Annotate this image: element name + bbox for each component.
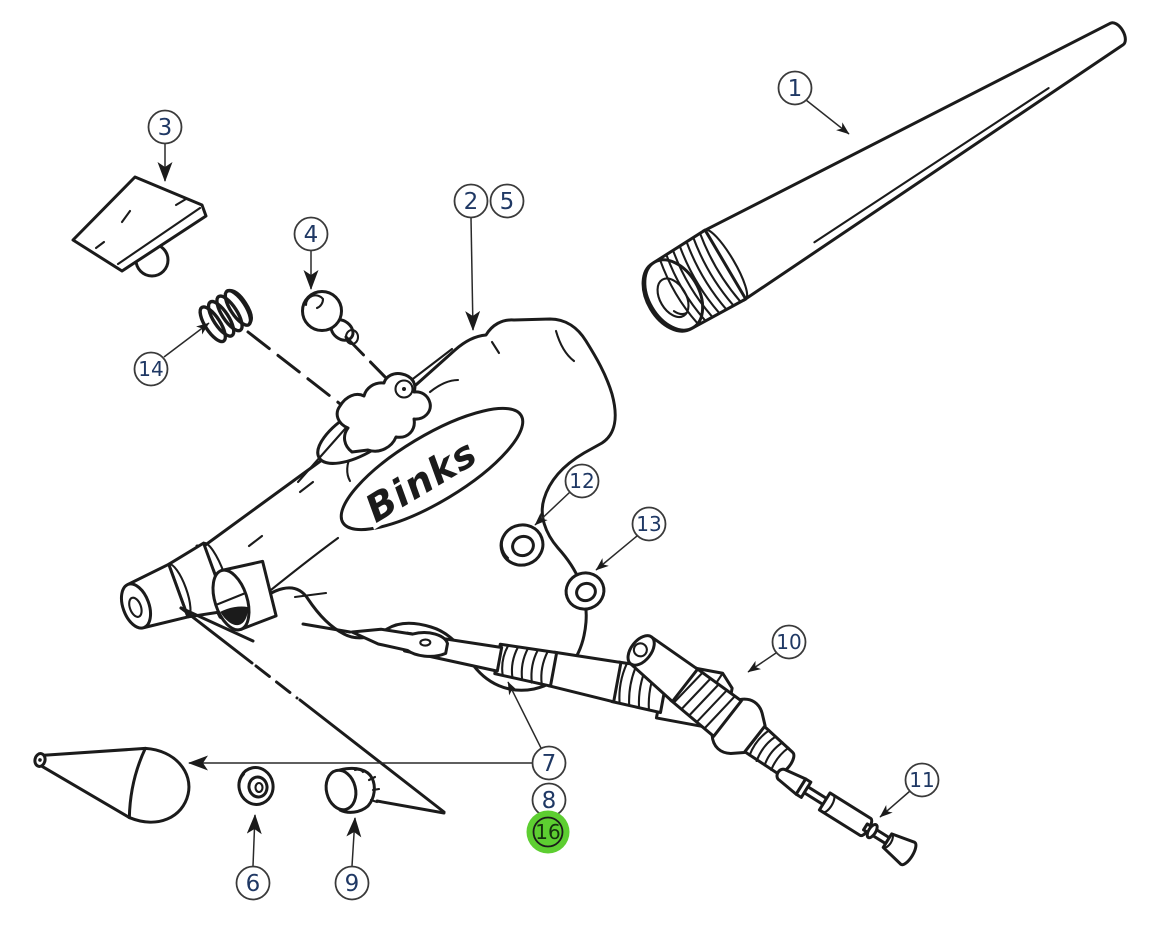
callout-4[interactable]: 4 [293,216,329,252]
part-end-cap [324,766,381,814]
part-washer-13 [564,571,606,611]
callout-14-label: 14 [138,357,163,381]
callout-9-label: 9 [345,871,360,897]
callout-1[interactable]: 1 [777,70,813,106]
callout-8[interactable]: 8 [531,782,567,818]
callout-10-label: 10 [776,630,801,654]
callout-11[interactable]: 11 [904,762,940,798]
part-washer-12 [499,523,545,567]
callout-2[interactable]: 2 [453,183,489,219]
callout-12-label: 12 [569,469,594,493]
callout-16-highlighted[interactable]: 16 [526,810,570,854]
part-gun-body: Binks Binks [119,317,617,692]
callout-6-label: 6 [246,871,261,897]
callout-7[interactable]: 7 [531,745,567,781]
part-packing-washer [237,766,275,806]
callout-9[interactable]: 9 [334,865,370,901]
callout-13-label: 13 [636,512,661,536]
callout-5-label: 5 [500,189,515,215]
head-assembly-axis [179,606,446,815]
callout-6[interactable]: 6 [235,865,271,901]
body-under-cylinder [211,559,278,632]
callout-10[interactable]: 10 [771,624,807,660]
callout-leaders [157,99,911,867]
callout-11-label: 11 [909,768,934,792]
callout-7-label: 7 [542,751,557,777]
part-spring [198,288,253,344]
callout-16-label: 16 [535,820,560,844]
part-handle-tube [641,21,1127,333]
callout-1-label: 1 [788,76,803,102]
callout-2-label: 2 [464,189,479,215]
part-ball-screw [301,290,360,346]
callout-3[interactable]: 3 [147,109,183,145]
thread-lines [659,232,742,325]
part-tip-guard-cone [33,746,191,824]
part-air-valve [626,634,796,775]
callout-12[interactable]: 12 [564,463,600,499]
part-wedge-lever [71,175,208,278]
callout-13[interactable]: 13 [631,506,667,542]
trigger [335,372,432,454]
callout-5[interactable]: 5 [489,183,525,219]
callout-14[interactable]: 14 [133,351,169,387]
callout-3-label: 3 [158,115,173,141]
callout-4-label: 4 [304,222,319,248]
callout-8-label: 8 [542,788,557,814]
part-valve-stem [775,767,918,867]
